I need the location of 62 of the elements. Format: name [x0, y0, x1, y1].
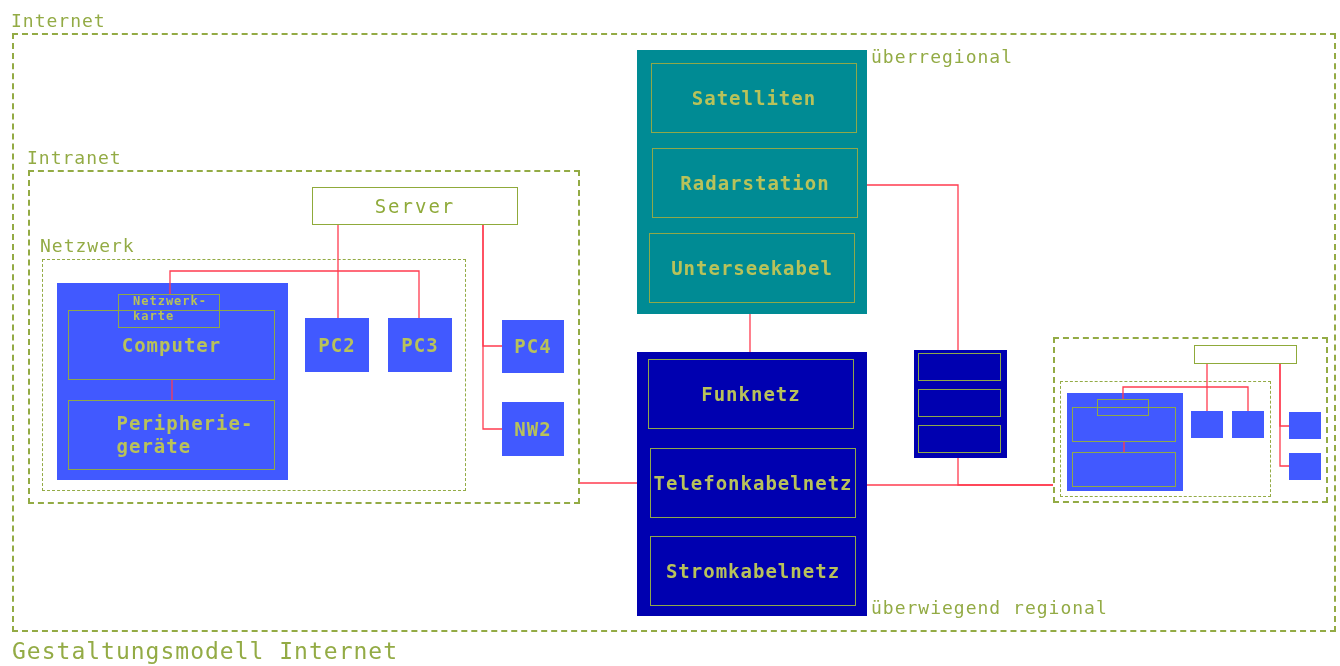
device-box	[388, 318, 452, 372]
connector-line	[749, 313, 751, 353]
connector-line	[171, 379, 173, 401]
connector-line	[1206, 363, 1208, 412]
node-label: Satelliten	[691, 86, 817, 110]
connector-line	[579, 482, 638, 484]
process-box	[918, 425, 1001, 453]
node-label: Computer	[121, 333, 222, 357]
process-box	[651, 63, 857, 133]
connector-line	[957, 457, 1054, 486]
group-panel	[914, 350, 1007, 458]
node-label: Unterseekabel	[671, 256, 833, 280]
device-box	[1289, 453, 1321, 480]
node-label: NW2	[514, 417, 552, 441]
device-box	[502, 320, 564, 373]
process-box	[652, 148, 858, 218]
node-label: Netzwerk- karte	[133, 294, 205, 324]
process-box	[648, 359, 854, 429]
process-box	[68, 400, 275, 470]
process-box	[650, 448, 856, 518]
region-label: Netzwerk	[40, 235, 135, 256]
region-label: Internet	[11, 10, 106, 31]
device-box	[1191, 411, 1223, 438]
region-label: überwiegend regional	[871, 597, 1108, 618]
process-box	[649, 233, 855, 303]
device-box	[1289, 412, 1321, 439]
node-label: Peripherie- geräte	[115, 412, 255, 458]
connector-line	[337, 224, 339, 319]
node-label: PC2	[318, 333, 356, 357]
device-box	[305, 318, 369, 372]
region-label: Intranet	[27, 147, 122, 168]
connector-line	[866, 184, 959, 351]
process-box	[1072, 452, 1176, 487]
device-box	[502, 402, 564, 456]
node-label: Funknetz	[701, 382, 801, 406]
process-box	[68, 310, 275, 380]
connector-line	[1123, 441, 1125, 453]
node-label: Stromkabelnetz	[665, 559, 841, 583]
node-label: Telefonkabelnetz	[653, 471, 853, 495]
region-label: überregional	[871, 46, 1014, 67]
node-label: PC3	[401, 333, 439, 357]
process-box	[918, 389, 1001, 417]
process-box	[118, 294, 220, 328]
node-label: Server	[374, 194, 456, 218]
connector-line	[482, 224, 503, 430]
connector-line	[1279, 363, 1290, 467]
device-box	[1067, 393, 1183, 491]
connector-line	[1122, 386, 1249, 412]
process-box	[1072, 407, 1176, 442]
process-box	[1097, 399, 1149, 416]
caption: Gestaltungsmodell Internet	[12, 638, 399, 664]
process-box	[1194, 345, 1297, 364]
process-box	[918, 353, 1001, 381]
dashed-region	[1060, 381, 1271, 497]
process-box	[650, 536, 856, 606]
connector-line	[169, 270, 420, 319]
node-label: Radarstation	[680, 171, 830, 195]
dashed-region	[1053, 337, 1328, 503]
process-box	[312, 187, 518, 225]
node-label: PC4	[514, 335, 552, 358]
device-box	[1232, 411, 1264, 438]
device-box	[57, 283, 288, 480]
